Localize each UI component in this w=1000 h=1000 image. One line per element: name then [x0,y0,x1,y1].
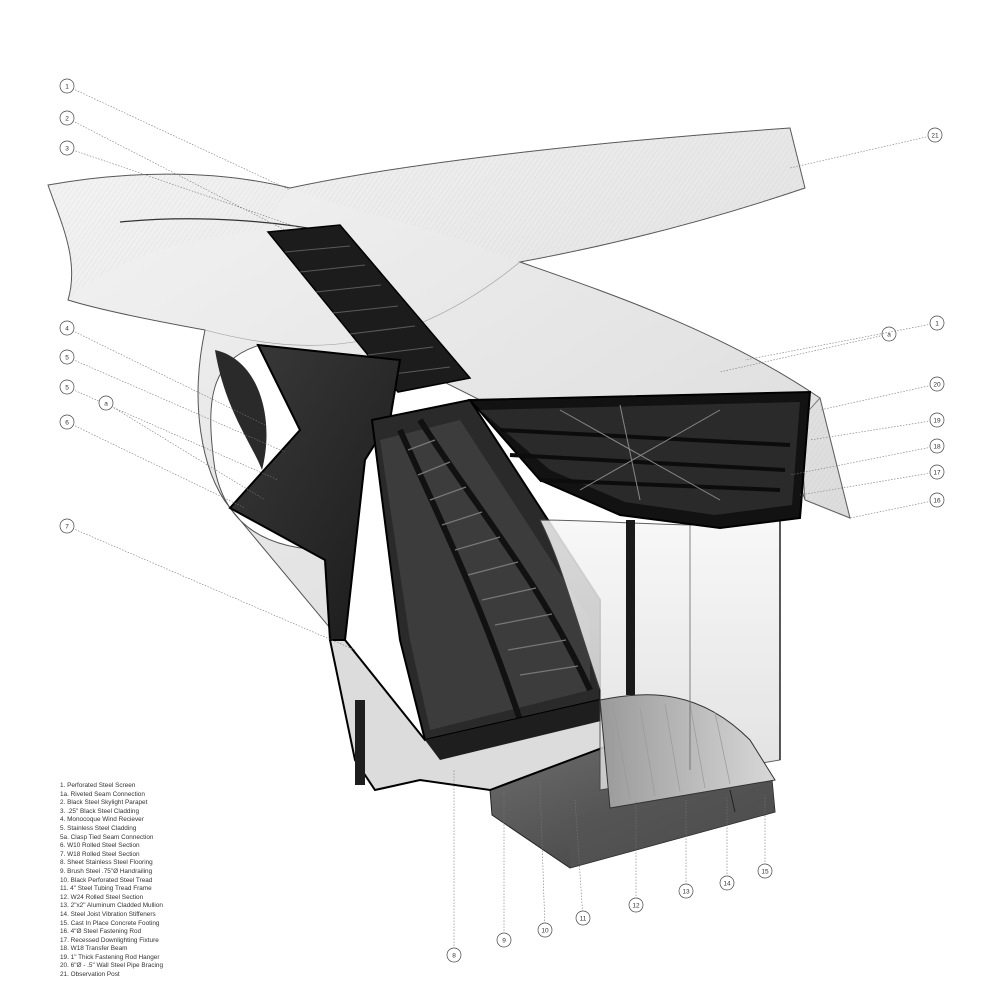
callout-circle [59,320,75,336]
leader-line [66,421,246,509]
callout-circle [59,140,75,156]
callout-label: 10 [541,927,549,934]
legend-item: 14. Steel Joist Vibration Stiffeners [60,910,156,918]
lower-cladding [328,639,612,792]
callout-label: 15 [761,868,769,875]
callout-circle [929,438,945,454]
callout-label: 19 [933,417,941,424]
callout-circle [757,863,773,879]
leader-line [66,386,279,481]
callout-circle [98,395,114,411]
legend-item: 4. Monocoque Wind Reciever [60,816,144,824]
callout-circle [59,349,75,365]
callout-circle [59,78,75,94]
legend-item: 6. W10 Rolled Steel Section [60,842,140,850]
legend-item: 16. 4"Ø Steel Fastening Rod [60,928,142,936]
leader-line [66,117,286,231]
callout-circle [537,922,553,938]
legend-item: 11. 4" Steel Tubing Tread Frame [60,885,152,893]
callout-circle [59,110,75,126]
callout-circle [446,947,462,963]
leader-line [849,499,938,519]
leader-line [819,383,938,411]
legend-item: 10. Black Perforated Steel Tread [60,876,153,884]
legend-item: 1. Perforated Steel Screen [60,782,136,789]
callout-circle [575,910,591,926]
legend-item: 18. W18 Transfer Beam [60,945,128,953]
callout-label: 14 [723,880,731,887]
leader-line [789,445,938,476]
legend-item: 12. W24 Rolled Steel Section [60,893,144,901]
callout-circle [59,518,75,534]
legend-item: 3. .25" Black Steel Cladding [60,807,140,815]
callout-label: 11 [580,915,587,922]
callout-label: a [887,331,891,338]
callout-circle [59,379,75,395]
callout-label: 2 [65,115,69,122]
callout-circle [927,127,943,143]
callout-label: 8 [452,952,456,959]
callout-circle [628,897,644,913]
callout-circle [929,412,945,428]
leader-line [105,402,266,501]
legend-item: 17. Recessed Downlighting Fixture [60,936,159,944]
callout-label: 20 [933,381,941,388]
leader-line [719,333,890,373]
callout-label: 4 [65,325,69,332]
legend-item: 1a. Riveted Seam Connection [60,790,145,798]
leader-line [66,356,286,453]
callout-label: 12 [632,902,640,909]
leader-line [539,779,546,931]
callout-circle [59,414,75,430]
callout-label: 6 [65,419,69,426]
legend-item: 8. Sheet Stainless Steel Flooring [60,859,153,867]
roof-structure [467,390,812,530]
legend-item: 5. Stainless Steel Cladding [60,824,137,832]
callout-label: 7 [65,523,69,530]
legend-item: 9. Brush Steel .75"Ø Handrailing [60,867,153,875]
legend-item: 19. 1" Thick Fastening Rod Hanger [60,953,160,961]
callout-label: 21 [931,132,939,139]
legend-item: 20. 6"Ø - .5" Wall Steel Pipe Bracing [60,962,164,970]
legend-item: 7. W18 Rolled Steel Section [60,850,140,858]
callout-label: 5 [65,384,69,391]
callout-label: a [104,400,108,407]
leader-line [789,134,936,169]
leader-line [66,85,291,191]
leader-line [66,327,266,426]
callout-label: 13 [682,888,690,895]
callout-circle [719,875,735,891]
leader-line [809,419,938,441]
legend-item: 15. Cast In Place Concrete Footing [60,919,160,927]
leader-line [66,147,301,229]
leader-line [66,525,356,651]
leader-line [799,471,938,496]
legend-item: 21. Observation Post [60,971,120,979]
callout-label: 1 [65,83,69,90]
callout-label: 5 [65,354,69,361]
callout-circle [929,315,945,331]
leader-line [744,322,938,361]
skylight-channel [266,224,472,393]
callout-circle [929,492,945,508]
callout-circle [929,464,945,480]
callout-label: 18 [933,443,941,450]
interior-section [228,343,601,742]
callout-circle [881,326,897,342]
legend-item: 2. Black Steel Skylight Parapet [60,799,148,807]
callout-label: 3 [65,145,69,152]
legend-item: 13. 2"x2" Aluminum Cladded Mullion [60,902,163,910]
callout-label: 9 [502,937,506,944]
callout-label: 17 [933,469,941,476]
callout-circle [678,883,694,899]
callout-label: 16 [933,497,941,504]
callout-circle [496,932,512,948]
callout-circle [929,376,945,392]
glass-enclosure [539,519,781,809]
callout-label: 1 [935,320,939,327]
legend-item: 5a. Clasp Tied Seam Connection [60,833,154,841]
